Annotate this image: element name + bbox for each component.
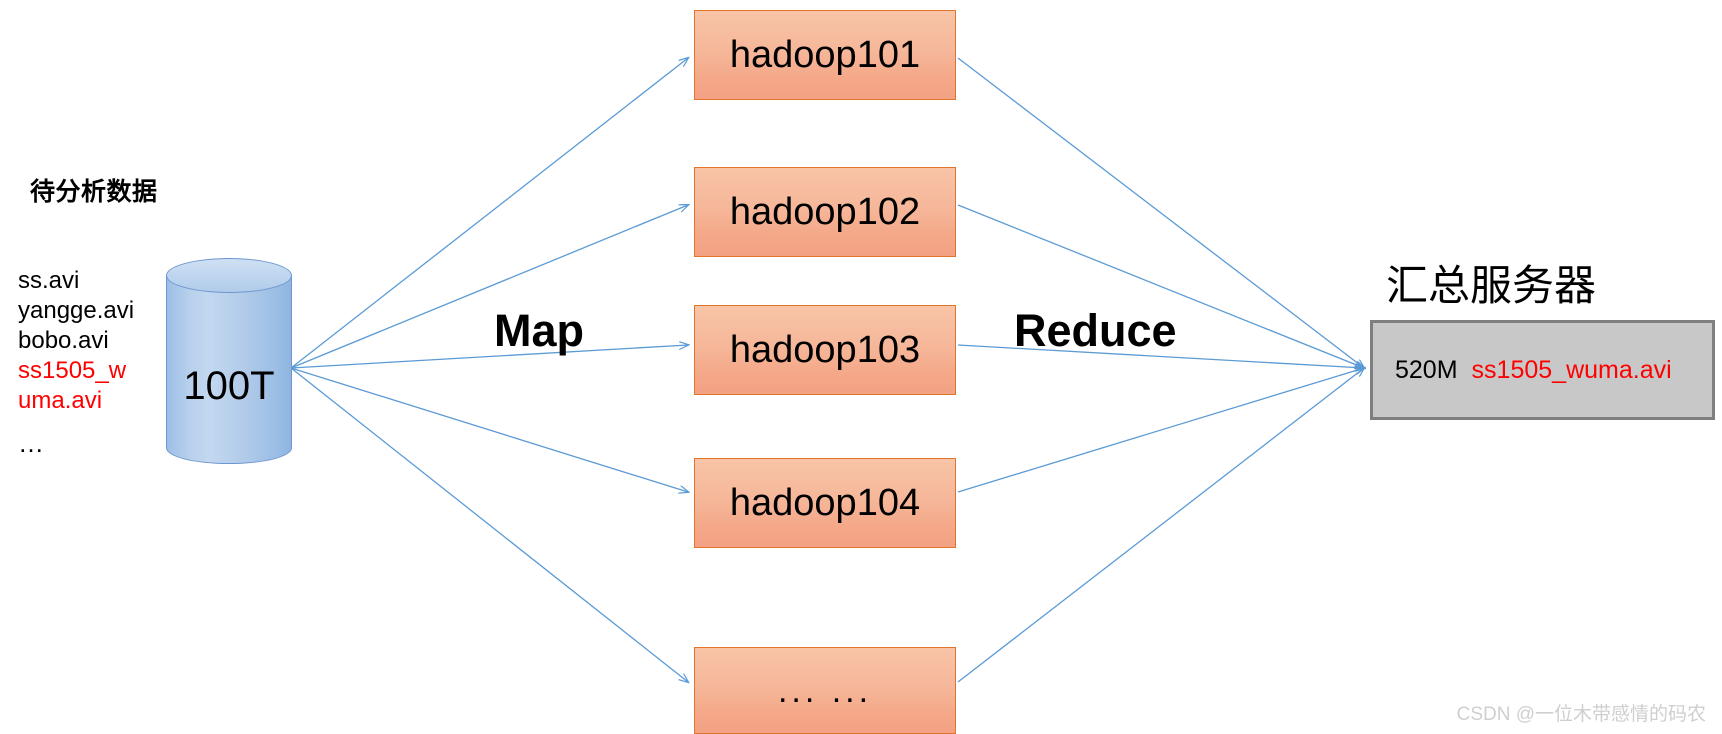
node-label: ... ... <box>777 671 873 710</box>
list-item: ss.avi <box>18 267 80 294</box>
storage-cylinder-icon: 100T <box>166 258 292 464</box>
cylinder-top-ellipse <box>166 258 292 293</box>
source-data-title: 待分析数据 <box>30 178 158 206</box>
storage-capacity-label: 100T <box>183 364 275 408</box>
node-box-hadoop103[interactable]: hadoop103 <box>694 305 956 395</box>
list-item: yangge.avi <box>18 297 135 324</box>
node-box-hadoop102[interactable]: hadoop102 <box>694 167 956 257</box>
map-fanout-arrows <box>290 58 688 682</box>
result-filename-label: ss1505_wuma.avi <box>1471 355 1672 384</box>
node-box-hadoop104[interactable]: hadoop104 <box>694 458 956 548</box>
list-item-highlighted: uma.avi <box>18 387 103 414</box>
summary-server-title: 汇总服务器 <box>1386 262 1597 309</box>
cylinder-body <box>166 275 292 464</box>
node-box-more[interactable]: ... ... <box>694 647 956 734</box>
list-item-highlighted: ss1505_w <box>18 357 127 384</box>
node-box-hadoop101[interactable]: hadoop101 <box>694 10 956 100</box>
watermark: CSDN @一位木带感情的码农 <box>1456 704 1706 725</box>
node-label: hadoop102 <box>729 191 921 233</box>
list-ellipsis: … <box>18 428 45 458</box>
stage-label-reduce: Reduce <box>1014 305 1177 356</box>
stage-label-map: Map <box>494 305 584 356</box>
reduce-fanin-arrows <box>957 57 1364 683</box>
summary-server-box[interactable]: 520M ss1505_wuma.avi <box>1370 320 1715 420</box>
result-size-label: 520M <box>1395 355 1458 384</box>
node-label: hadoop101 <box>729 34 921 76</box>
list-item: bobo.avi <box>18 327 109 354</box>
node-label: hadoop104 <box>729 482 921 524</box>
source-file-list: ss.avi yangge.avi bobo.avi ss1505_w uma.… <box>18 266 168 458</box>
node-label: hadoop103 <box>729 329 921 371</box>
